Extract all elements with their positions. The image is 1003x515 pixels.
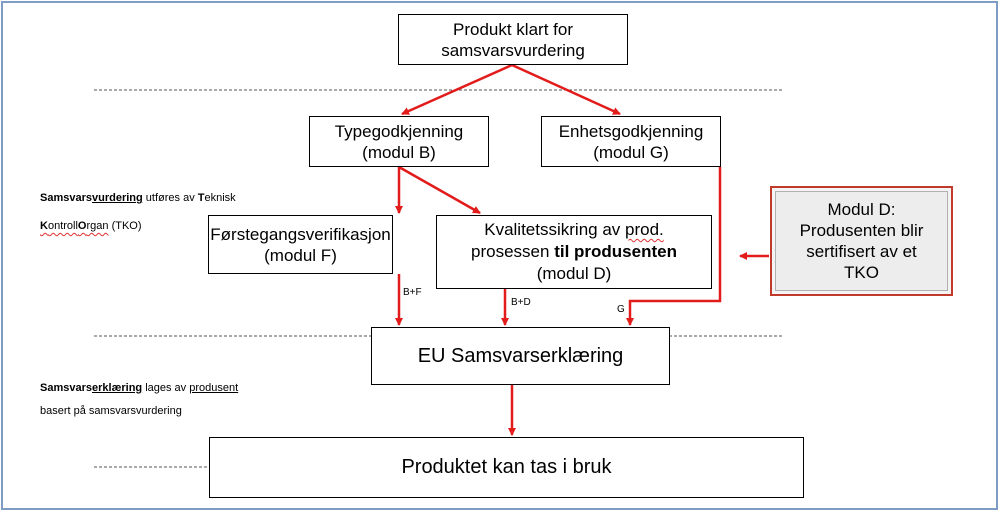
note-assessment-line1: Samsvarsvurdering utføres av Teknisk <box>40 192 236 205</box>
qa-line1-a: Kvalitetssikring av <box>484 220 626 239</box>
edge-label-g: G <box>617 304 625 315</box>
note-a-p7: ontroll <box>47 220 78 232</box>
note-a-p3: utføres av <box>142 192 198 204</box>
edge-label-bf: B+F <box>403 287 422 298</box>
box-type-approval-line1: Typegodkjenning <box>334 121 464 141</box>
arrow-start-to-unit <box>511 63 621 116</box>
note-assessment-line2: KontrollOrgan (TKO) <box>40 220 142 233</box>
note-a-p10: (TKO) <box>108 220 142 232</box>
note-d-p1: Samsvars <box>40 382 92 394</box>
module-d-line3: sertifisert av et <box>806 242 917 261</box>
box-unit-approval: Enhetsgodkjenning (modul G) <box>541 116 721 167</box>
note-d-p4: produsent <box>189 382 239 394</box>
box-quality-assurance-line3: (modul D) <box>536 264 612 283</box>
arrow-unit-to-eu <box>626 167 722 326</box>
box-first-verification-line1: Førstegangsverifikasjon <box>210 224 391 244</box>
box-unit-approval-line2: (modul G) <box>593 142 669 162</box>
note-d-p3: lages av <box>142 382 190 394</box>
qa-line1-b: prod. <box>625 220 664 239</box>
box-quality-assurance-line1: Kvalitetssikring av prod. <box>484 219 664 241</box>
box-product-in-use-text: Produktet kan tas i bruk <box>401 456 612 478</box>
note-a-p8: O <box>77 220 87 232</box>
box-type-approval-line2: (modul B) <box>362 142 436 162</box>
module-d-line1: Modul D: <box>827 200 896 219</box>
box-type-approval: Typegodkjenning (modul B) <box>309 116 489 167</box>
note-a-p4: T <box>197 192 205 204</box>
qa-line2-a: prosessen <box>471 242 555 261</box>
arrow-type-to-quality <box>398 165 481 215</box>
note-a-p1: Samsvars <box>40 192 92 204</box>
box-product-in-use: Produktet kan tas i bruk <box>209 437 804 498</box>
box-module-d-note: Modul D: Produsenten blir sertifisert av… <box>770 186 953 296</box>
arrow-start-to-type <box>401 63 513 116</box>
box-first-verification-line2: (modul F) <box>264 245 337 265</box>
note-d-p2: erklæring <box>92 382 143 394</box>
box-unit-approval-line1: Enhetsgodkjenning <box>558 121 704 141</box>
box-product-ready-line1: Produkt klart for <box>453 19 573 39</box>
box-quality-assurance-line2: prosessen til produsenten <box>471 241 677 263</box>
box-product-ready: Produkt klart for samsvarsvurdering <box>398 14 628 65</box>
note-a-p2: vurdering <box>92 192 143 204</box>
qa-line2-b: til produsenten <box>554 242 677 261</box>
box-first-verification: Førstegangsverifikasjon (modul F) <box>208 215 393 274</box>
module-d-line2: Produsenten blir <box>799 221 924 240</box>
box-eu-declaration-text: EU Samsvarserklæring <box>417 344 624 367</box>
module-d-line4: TKO <box>844 263 879 282</box>
box-product-ready-line2: samsvarsvurdering <box>441 40 585 60</box>
note-declaration-line2: basert på samsvarsvurdering <box>40 405 182 417</box>
box-eu-declaration: EU Samsvarserklæring <box>371 327 670 385</box>
note-a-p6: K <box>40 220 48 232</box>
edge-label-bd: B+D <box>511 297 531 308</box>
note-declaration-line1: Samsvarserklæring lages av produsent <box>40 382 238 395</box>
note-a-p5: eknisk <box>204 192 236 204</box>
box-quality-assurance: Kvalitetssikring av prod. prosessen til … <box>436 215 712 289</box>
note-a-p9: rgan <box>86 220 109 232</box>
